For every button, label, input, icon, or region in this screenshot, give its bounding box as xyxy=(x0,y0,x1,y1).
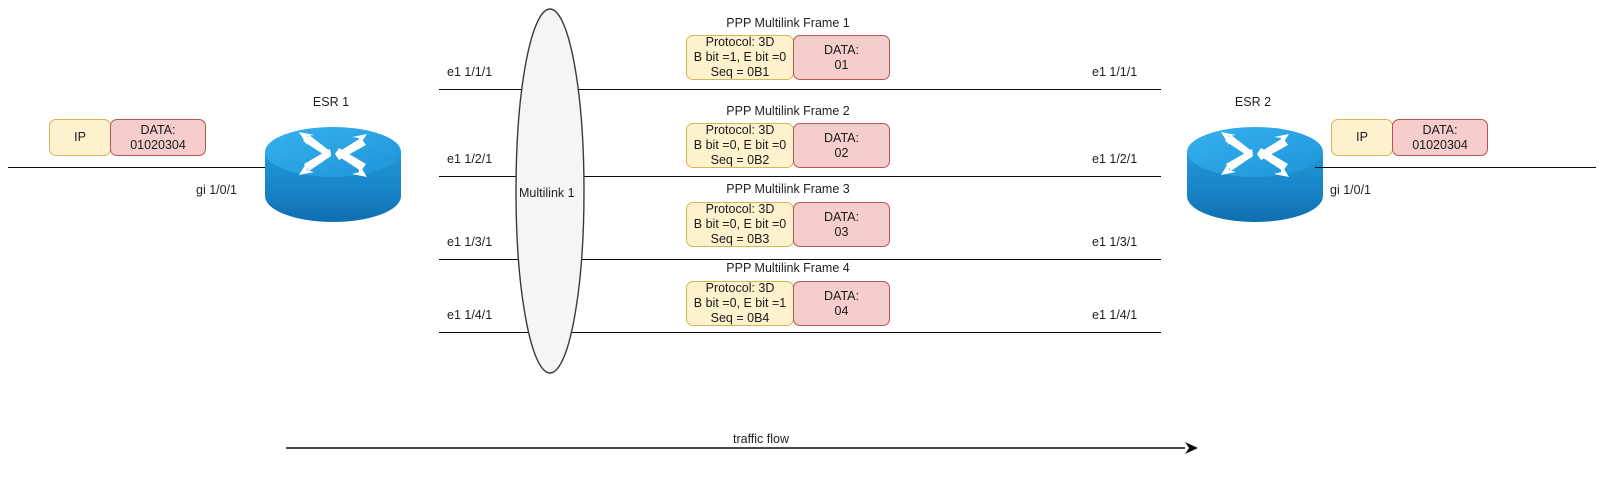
left-ip-payload-box: DATA: 01020304 xyxy=(110,119,206,156)
frame-seq-2: Seq = 0B2 xyxy=(710,152,770,167)
frame-bits-4: B bit =0, E bit =1 xyxy=(693,296,787,311)
frame-seq-3: Seq = 0B3 xyxy=(710,231,770,246)
trunk-link-line-2 xyxy=(439,176,1161,177)
frame-payload-value-2: 02 xyxy=(834,145,849,160)
left-ip-header-box: IP xyxy=(49,119,111,156)
frame-payload-label-4: DATA: xyxy=(824,288,859,303)
left-ip-header-label: IP xyxy=(74,130,86,145)
frame-header-box-3: Protocol: 3D B bit =0, E bit =0 Seq = 0B… xyxy=(686,202,794,247)
left-access-interface-label: gi 1/0/1 xyxy=(196,183,238,197)
traffic-flow-label: traffic flow xyxy=(732,432,790,446)
trunk-link-line-1 xyxy=(439,89,1161,90)
frame-protocol-1: Protocol: 3D xyxy=(705,35,775,50)
frame-title-2: PPP Multilink Frame 2 xyxy=(726,104,850,118)
trunk-link-line-3 xyxy=(439,259,1161,260)
frame-payload-value-4: 04 xyxy=(834,303,849,318)
frame-seq-4: Seq = 0B4 xyxy=(710,310,770,325)
right-access-link-line xyxy=(1315,167,1596,168)
left-trunk-interface-2: e1 1/2/1 xyxy=(447,152,493,166)
multilink-bundle-ellipse xyxy=(513,5,587,382)
frame-payload-box-2: DATA: 02 xyxy=(793,123,890,168)
frame-header-box-4: Protocol: 3D B bit =0, E bit =1 Seq = 0B… xyxy=(686,281,794,326)
left-access-link-line xyxy=(8,167,270,168)
right-ip-payload-value: 01020304 xyxy=(1412,137,1468,152)
right-trunk-interface-2: e1 1/2/1 xyxy=(1092,152,1138,166)
left-ip-payload-label: DATA: xyxy=(140,122,176,137)
right-ip-header-label: IP xyxy=(1356,130,1368,145)
frame-protocol-3: Protocol: 3D xyxy=(705,202,775,217)
trunk-link-line-4 xyxy=(439,332,1161,333)
frame-payload-label-3: DATA: xyxy=(824,209,859,224)
frame-protocol-2: Protocol: 3D xyxy=(705,123,775,138)
left-trunk-interface-1: e1 1/1/1 xyxy=(447,65,493,79)
frame-protocol-4: Protocol: 3D xyxy=(705,281,775,296)
frame-title-4: PPP Multilink Frame 4 xyxy=(726,261,850,275)
frame-payload-label-2: DATA: xyxy=(824,130,859,145)
right-trunk-interface-3: e1 1/3/1 xyxy=(1092,235,1138,249)
frame-payload-value-1: 01 xyxy=(834,57,849,72)
frame-payload-value-3: 03 xyxy=(834,224,849,239)
frame-bits-2: B bit =0, E bit =0 xyxy=(693,138,787,153)
left-trunk-interface-3: e1 1/3/1 xyxy=(447,235,493,249)
left-trunk-interface-4: e1 1/4/1 xyxy=(447,308,493,322)
left-router-name: ESR 1 xyxy=(312,95,350,109)
frame-payload-box-3: DATA: 03 xyxy=(793,202,890,247)
router-icon xyxy=(263,126,403,224)
right-ip-header-box: IP xyxy=(1331,119,1393,156)
frame-seq-1: Seq = 0B1 xyxy=(710,64,770,79)
right-access-interface-label: gi 1/0/1 xyxy=(1330,183,1372,197)
right-router-name: ESR 2 xyxy=(1234,95,1272,109)
traffic-flow-arrow xyxy=(285,438,1200,463)
frame-payload-box-1: DATA: 01 xyxy=(793,35,890,80)
frame-payload-label-1: DATA: xyxy=(824,42,859,57)
multilink-bundle-label: Multilink 1 xyxy=(519,186,575,200)
frame-header-box-1: Protocol: 3D B bit =1, E bit =0 Seq = 0B… xyxy=(686,35,794,80)
frame-title-3: PPP Multilink Frame 3 xyxy=(726,182,850,196)
left-ip-payload-value: 01020304 xyxy=(130,137,186,152)
right-ip-payload-label: DATA: xyxy=(1422,122,1458,137)
frame-header-box-2: Protocol: 3D B bit =0, E bit =0 Seq = 0B… xyxy=(686,123,794,168)
frame-title-1: PPP Multilink Frame 1 xyxy=(726,16,850,30)
router-icon xyxy=(1185,126,1325,224)
frame-bits-1: B bit =1, E bit =0 xyxy=(693,50,787,65)
frame-bits-3: B bit =0, E bit =0 xyxy=(693,217,787,232)
frame-payload-box-4: DATA: 04 xyxy=(793,281,890,326)
right-ip-payload-box: DATA: 01020304 xyxy=(1392,119,1488,156)
right-trunk-interface-1: e1 1/1/1 xyxy=(1092,65,1138,79)
right-trunk-interface-4: e1 1/4/1 xyxy=(1092,308,1138,322)
